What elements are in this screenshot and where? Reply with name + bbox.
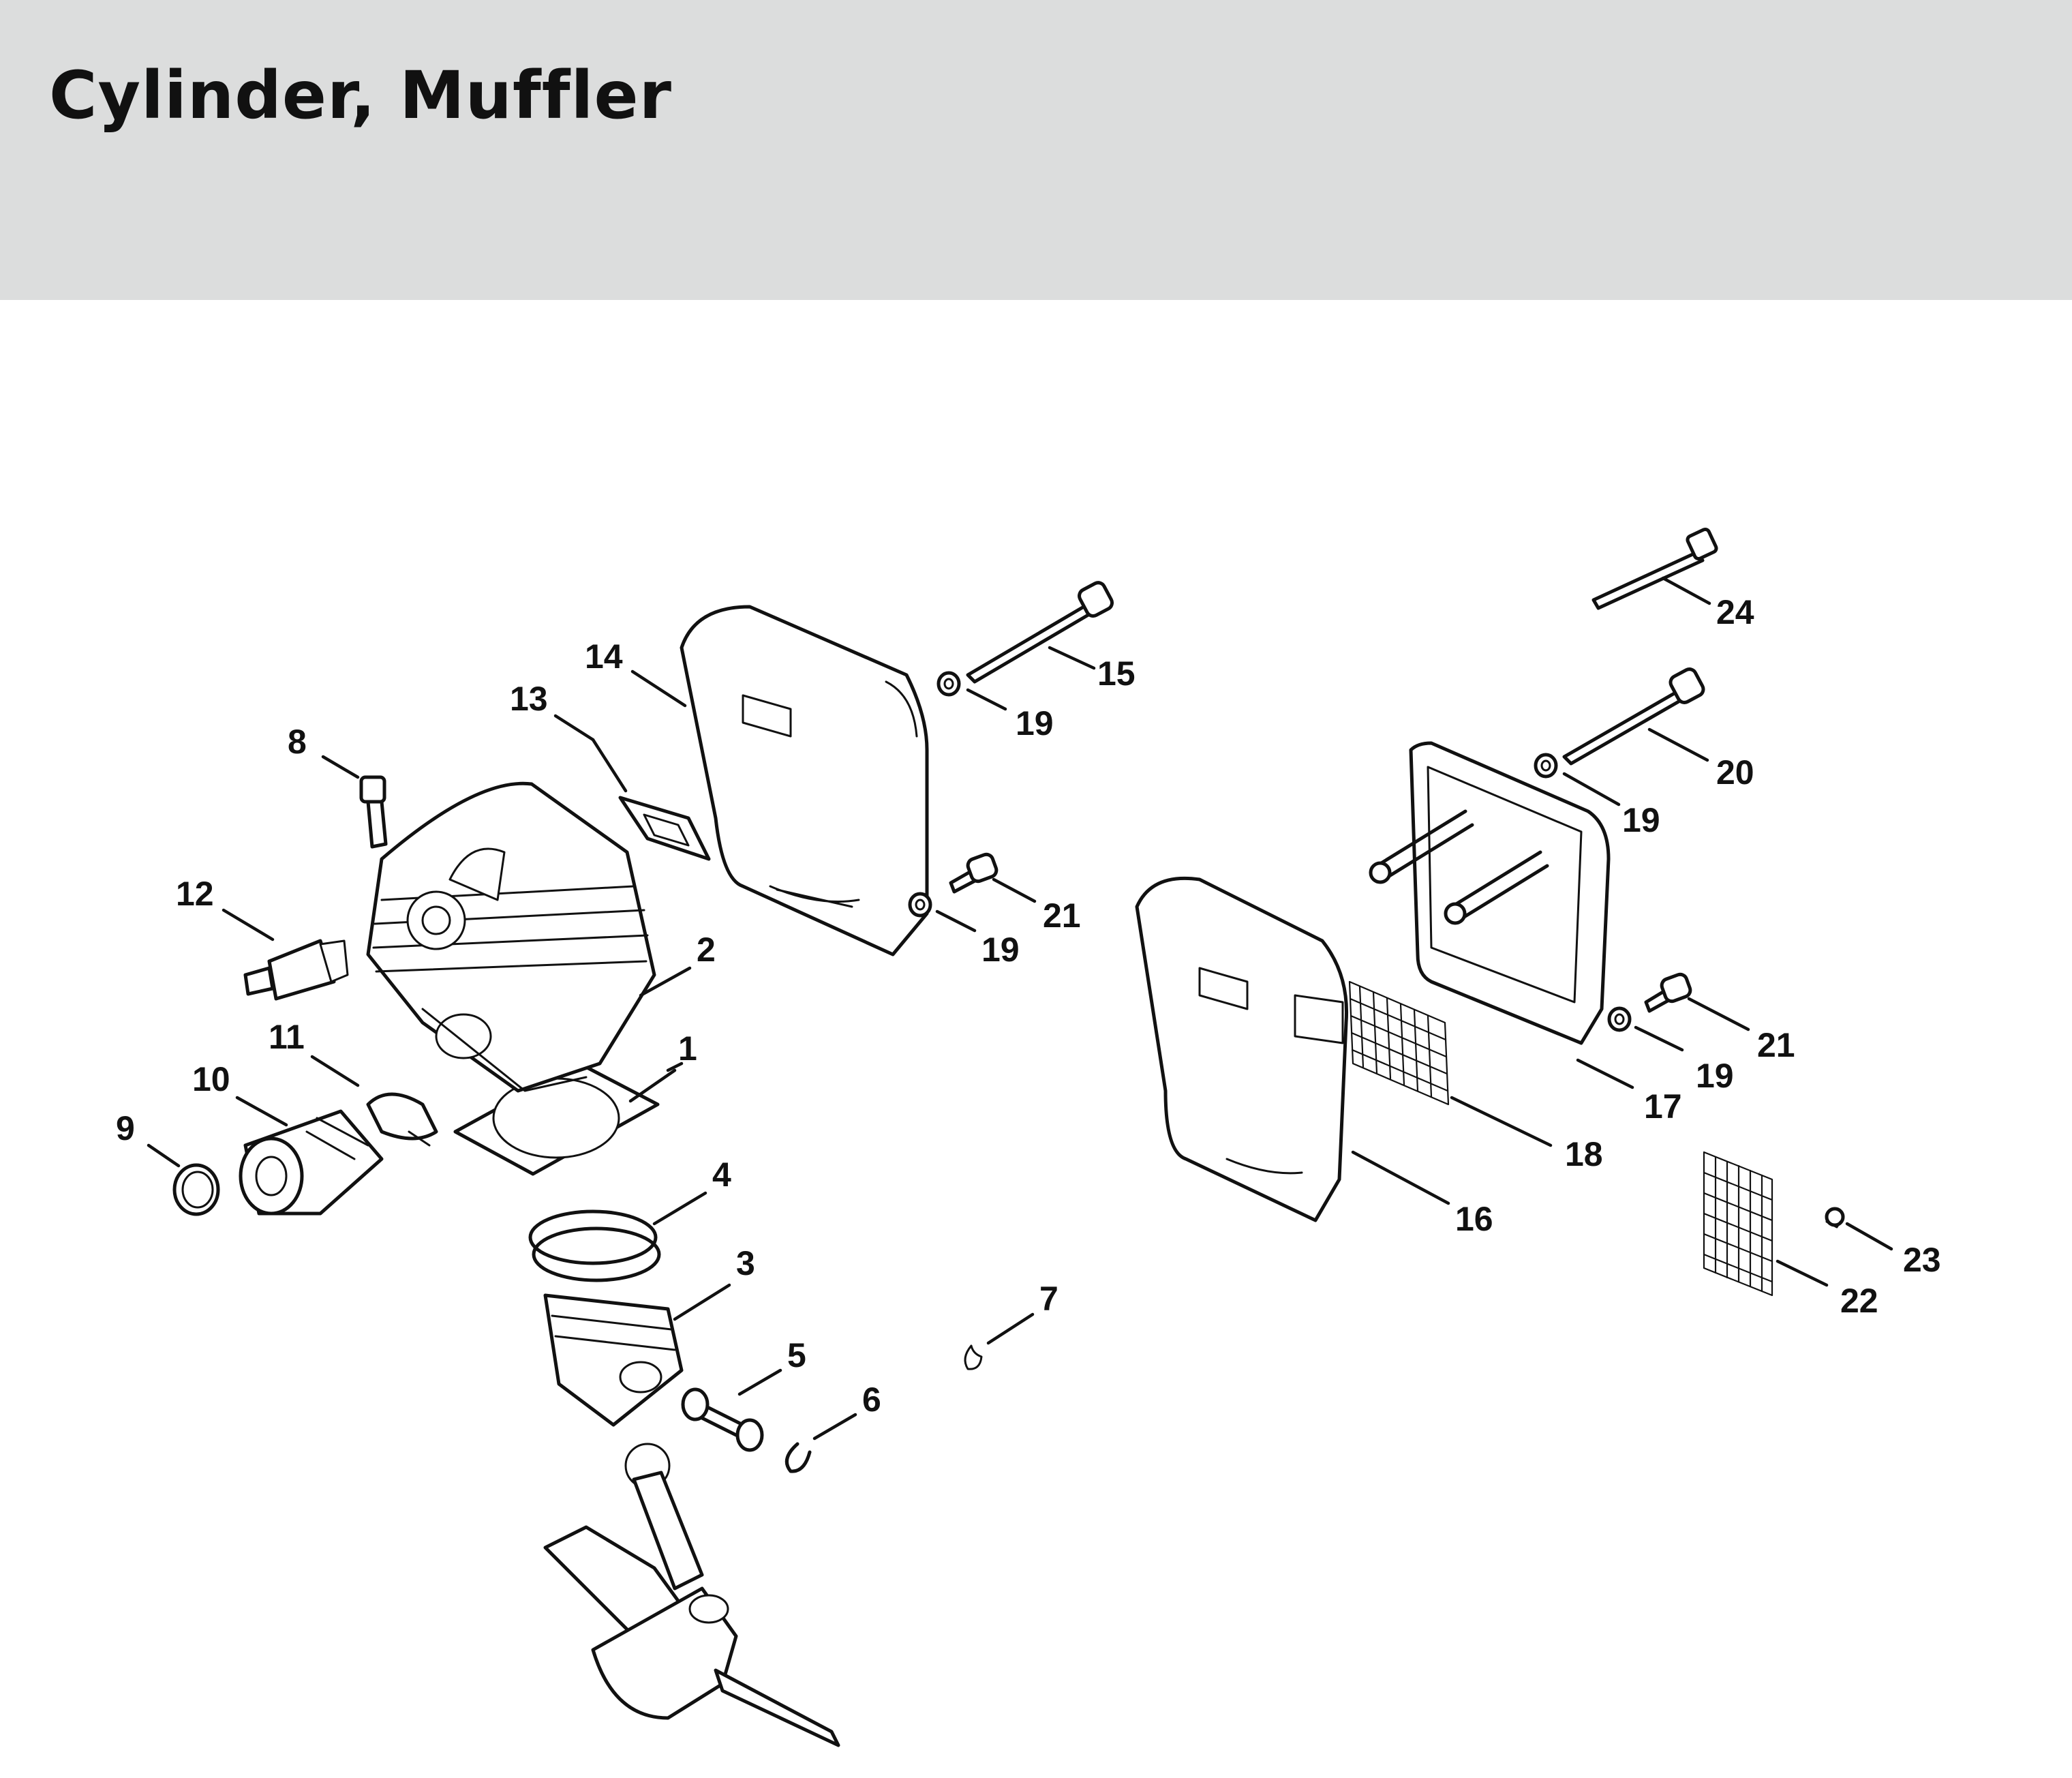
part-13-muffler-gasket[interactable]: [618, 796, 711, 861]
part-6-snap-ring[interactable]: [784, 1442, 812, 1473]
part-21-screw[interactable]: [949, 852, 999, 894]
part-24-screw[interactable]: [1591, 527, 1718, 610]
callout-13: 13: [510, 680, 628, 793]
callout-label: 13: [510, 680, 548, 718]
callout-label: 6: [862, 1381, 881, 1419]
callout-20: 20: [1647, 727, 1754, 792]
part-5-piston-pin[interactable]: [681, 1387, 764, 1452]
part-2-cylinder[interactable]: [366, 781, 656, 1093]
callout-21: 21: [992, 877, 1081, 935]
callout-label: 19: [1016, 704, 1054, 742]
callout-23: 23: [1845, 1222, 1941, 1279]
callout-18: 18: [1450, 1096, 1603, 1173]
callout-12: 12: [176, 875, 275, 941]
callout-label: 19: [981, 931, 1020, 969]
callout-label: 5: [787, 1336, 806, 1374]
part-1-gasket[interactable]: [453, 1061, 660, 1176]
title-banner: Cylinder, Muffler: [0, 0, 2072, 300]
part-17-muffler-cover[interactable]: [1369, 741, 1611, 1045]
part-20-screw[interactable]: [1562, 667, 1706, 766]
part-19-washer[interactable]: [1607, 1006, 1632, 1032]
part-8-screw[interactable]: [359, 775, 388, 849]
part-15-screw[interactable]: [966, 580, 1114, 684]
callout-label: 15: [1097, 654, 1136, 693]
callout-19: 19: [966, 688, 1054, 742]
callout-label: 22: [1840, 1282, 1878, 1320]
callout-label: 4: [712, 1156, 731, 1194]
callout-label: 1: [678, 1029, 697, 1068]
callout-15: 15: [1048, 646, 1136, 693]
callout-label: 18: [1565, 1135, 1603, 1173]
callout-label: 10: [192, 1060, 230, 1098]
callout-4: 4: [652, 1156, 731, 1226]
callout-label: 24: [1716, 593, 1754, 631]
part-14-muffler-shell[interactable]: [680, 605, 929, 956]
callout-label: 3: [736, 1244, 755, 1282]
callout-16: 16: [1351, 1150, 1493, 1238]
part-11-clamp[interactable]: [366, 1092, 438, 1147]
callout-11: 11: [269, 1018, 360, 1087]
part-12-spark-plug[interactable]: [243, 939, 349, 1001]
callout-19: 19: [1562, 772, 1660, 839]
callout-9: 9: [116, 1109, 181, 1168]
callout-6: 6: [812, 1381, 881, 1441]
part-10-manifold[interactable]: [239, 1109, 384, 1216]
callout-21: 21: [1687, 997, 1795, 1064]
part-19-washer[interactable]: [908, 892, 932, 918]
callout-label: 21: [1757, 1026, 1795, 1064]
callout-label: 20: [1716, 753, 1754, 792]
callout-2: 2: [639, 931, 716, 997]
callout-label: 11: [269, 1018, 305, 1056]
part-21-screw[interactable]: [1644, 972, 1692, 1013]
callout-label: 2: [697, 931, 716, 969]
callout-label: 7: [1039, 1280, 1058, 1318]
callout-label: 23: [1903, 1241, 1941, 1279]
part-23-screw[interactable]: [1825, 1207, 1845, 1229]
callout-label: 8: [288, 723, 307, 761]
callout-14: 14: [585, 637, 687, 708]
part-19-washer[interactable]: [1534, 753, 1558, 779]
part-9-hose-clamp[interactable]: [172, 1163, 220, 1216]
callout-1: 1: [628, 1029, 697, 1103]
callout-label: 19: [1696, 1057, 1734, 1095]
callout-10: 10: [192, 1060, 288, 1127]
callout-label: 12: [176, 875, 214, 913]
callout-19: 19: [1634, 1025, 1734, 1095]
part-18-screen[interactable]: [1348, 980, 1450, 1106]
part-3-piston[interactable]: [543, 1293, 684, 1427]
callout-8: 8: [288, 723, 360, 779]
part-4-piston-rings[interactable]: [528, 1209, 661, 1282]
callout-label: 17: [1644, 1087, 1682, 1126]
callout-3: 3: [673, 1244, 755, 1321]
part-19-washer[interactable]: [936, 671, 961, 697]
part-22-screen[interactable]: [1703, 1151, 1773, 1297]
callout-17: 17: [1576, 1058, 1682, 1126]
page-title: Cylinder, Muffler: [49, 57, 672, 134]
callout-label: 21: [1043, 896, 1081, 935]
callout-label: 9: [116, 1109, 135, 1147]
part-16-muffler-shell[interactable]: [1135, 876, 1349, 1222]
callout-label: 19: [1622, 801, 1660, 839]
callout-label: 14: [585, 637, 623, 676]
part-7-snap-ring[interactable]: [964, 1344, 983, 1370]
callout-label: 16: [1455, 1200, 1493, 1238]
callout-22: 22: [1776, 1259, 1878, 1320]
crankshaft: [543, 1443, 840, 1747]
callout-19: 19: [935, 909, 1020, 969]
callout-24: 24: [1661, 576, 1754, 631]
callout-5: 5: [737, 1336, 806, 1396]
callout-7: 7: [986, 1280, 1058, 1345]
